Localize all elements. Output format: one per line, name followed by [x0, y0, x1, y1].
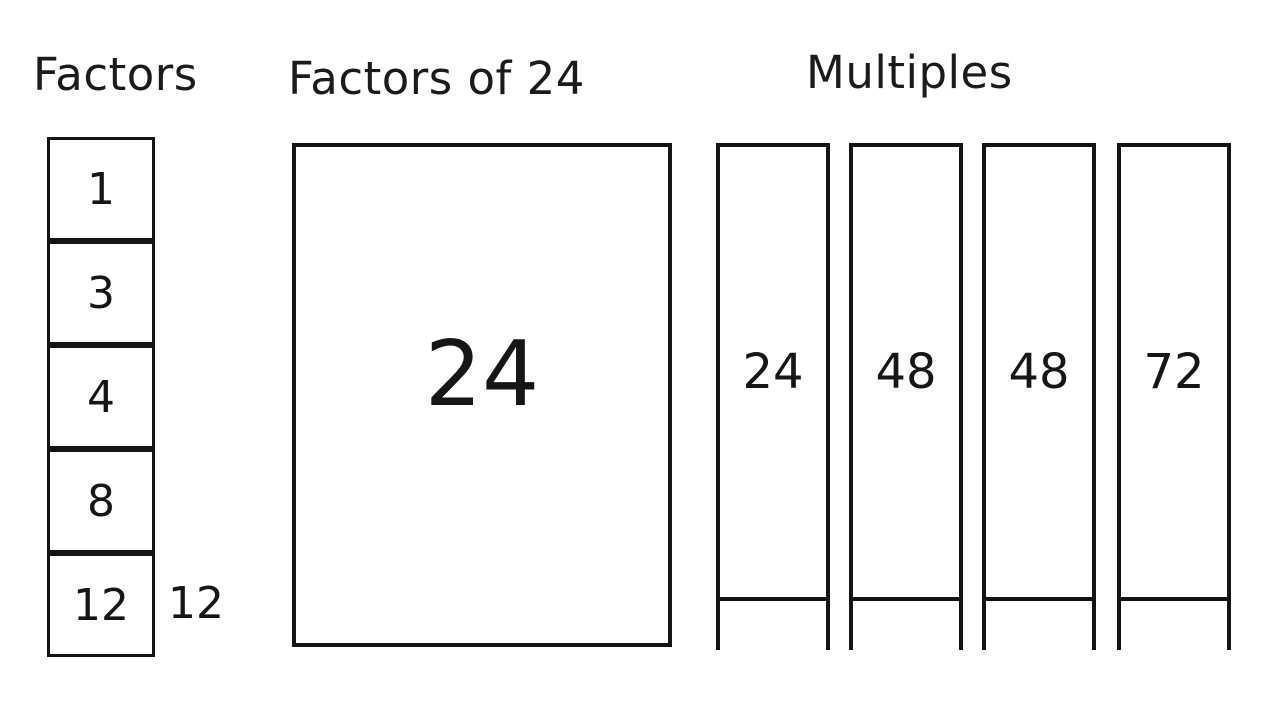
- factor-cell: 3: [47, 241, 155, 345]
- multiples-title: Multiples: [806, 46, 1013, 99]
- factors-of-24-title: Factors of 24: [288, 52, 585, 105]
- factors-title: Factors: [33, 48, 198, 101]
- multiples-column-foot: [720, 601, 826, 650]
- factor-cell: 12: [47, 553, 155, 657]
- multiples-column-value: 72: [1143, 344, 1205, 400]
- factors-of-24-box: 24: [292, 143, 672, 647]
- multiples-column-value: 48: [1008, 344, 1070, 400]
- factor-cell: 4: [47, 345, 155, 449]
- multiples-column-foot: [853, 601, 959, 650]
- multiples-column-foot: [986, 601, 1092, 650]
- multiples-column: 72: [1117, 143, 1231, 650]
- multiples-column: 48: [849, 143, 963, 650]
- factor-cell: 1: [47, 137, 155, 241]
- multiples-column: 24: [716, 143, 830, 650]
- factor-outside-label: 12: [168, 578, 224, 629]
- factors-of-24-value: 24: [424, 322, 540, 427]
- multiples-column-value: 48: [875, 344, 937, 400]
- multiples-column-value: 24: [742, 344, 804, 400]
- multiples-column: 48: [982, 143, 1096, 650]
- factor-cell: 8: [47, 449, 155, 553]
- multiples-column-foot: [1121, 601, 1227, 650]
- factor-stack: 1 3 4 8 12: [47, 137, 155, 657]
